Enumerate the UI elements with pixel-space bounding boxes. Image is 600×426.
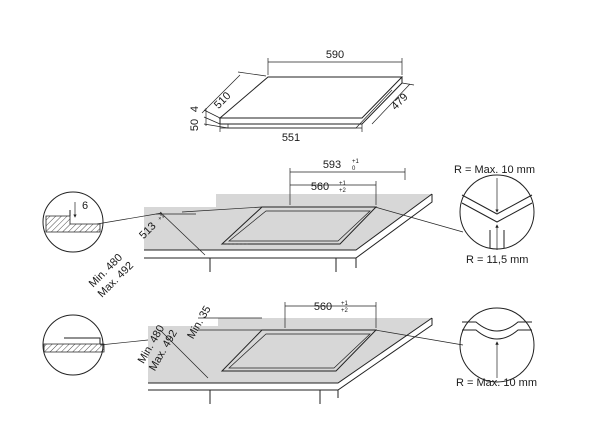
tol-inner-b-sub: +2: [341, 308, 349, 314]
tol-inner-b-sup: +1: [341, 301, 349, 307]
dim-thickness-50: 50: [189, 119, 201, 131]
dim-front-551: 551: [282, 132, 300, 144]
dim-width-590: 590: [326, 49, 344, 61]
inner-radius-label: R = 11,5 mm: [466, 254, 528, 266]
corner-radius-label-b: R = Max. 10 mm: [456, 377, 537, 389]
dim-inner-560-b: 560: [314, 301, 332, 313]
edge-detail-6: 6: [82, 200, 88, 212]
dim-thickness-4: 4: [189, 106, 201, 112]
tol-outer-sub: 0: [352, 166, 356, 172]
corner-radius-label: R = Max. 10 mm: [454, 164, 535, 176]
dim-side-479: 479: [389, 91, 410, 112]
dim-outer-593: 593: [323, 159, 341, 171]
tol-inner-sub: +2: [339, 188, 347, 194]
dim-depth-510: 510: [212, 90, 233, 111]
hob-top-view: [201, 58, 415, 132]
tol-inner-sup: +1: [339, 181, 347, 187]
tol-depth-sup: +1: [157, 213, 167, 223]
dim-inner-560: 560: [311, 181, 329, 193]
tol-outer-sup: +1: [352, 159, 360, 165]
cutout-flush-view: [42, 168, 535, 272]
cutout-overlap-view: [42, 302, 535, 404]
